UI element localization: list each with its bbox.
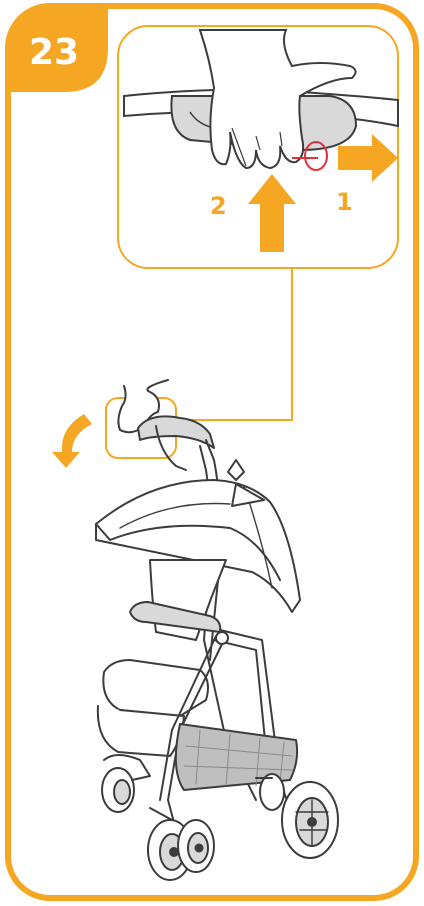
- step-badge: 23: [8, 6, 108, 92]
- rear-wheel-left: [255, 773, 285, 811]
- canopy: [95, 479, 301, 613]
- bumper-bar: [129, 601, 222, 633]
- step-number: 23: [29, 32, 79, 73]
- arrow-right-icon: [338, 134, 398, 182]
- detail-inset: 1 2: [117, 25, 399, 269]
- arrow-up-icon: [248, 174, 296, 252]
- seat-cushion: [102, 659, 209, 717]
- hand-icon: [198, 29, 357, 170]
- hinge-joint: [215, 631, 229, 645]
- release-button-ring: [304, 141, 328, 171]
- front-frame: [167, 639, 225, 831]
- front-wheel-left: [101, 754, 151, 813]
- rear-wheel-right: [281, 781, 339, 859]
- stroller-illustration: [95, 379, 339, 881]
- step-badge-shape: [8, 6, 108, 92]
- callout-number-2: 2: [210, 192, 227, 220]
- shopping-basket: [174, 723, 299, 791]
- curved-arrow-down-icon: [52, 414, 92, 468]
- wheel-front-bottom: [147, 807, 215, 881]
- callout-leader-line: [176, 268, 293, 421]
- callout-number-1: 1: [336, 188, 353, 216]
